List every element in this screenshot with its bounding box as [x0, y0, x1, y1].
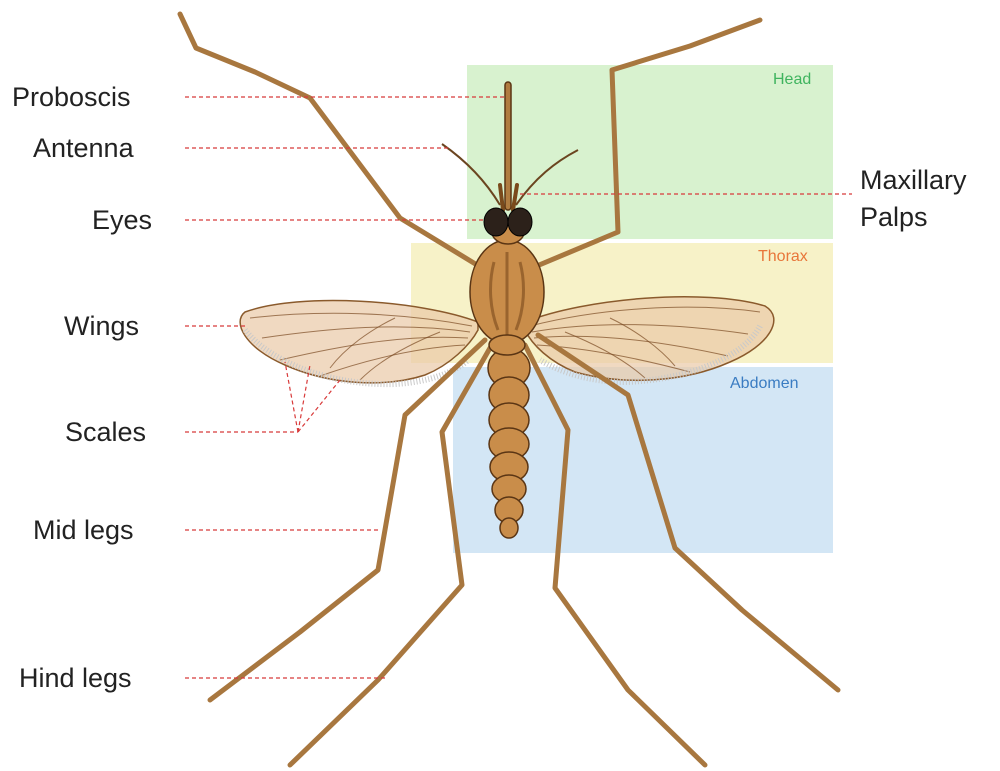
- antenna-label: Antenna: [33, 135, 134, 162]
- maxillary-palps-label-line2: Palps: [860, 204, 928, 231]
- front-leg-left: [180, 14, 482, 268]
- maxillary-palps-label-line1: Maxillary: [860, 167, 967, 194]
- mid-leg-left: [210, 340, 485, 700]
- left-wing: [240, 301, 478, 383]
- right-eye: [508, 208, 532, 236]
- abdomen-region-label: Abdomen: [730, 376, 799, 392]
- thorax-region-label: Thorax: [758, 249, 808, 265]
- scutellum: [489, 335, 525, 355]
- left-eye: [484, 208, 508, 236]
- hind-legs-label: Hind legs: [19, 665, 132, 692]
- proboscis: [505, 82, 511, 210]
- proboscis-label: Proboscis: [12, 84, 131, 111]
- abdomen-body: [488, 348, 530, 538]
- eyes-label: Eyes: [92, 207, 152, 234]
- wings-label: Wings: [64, 313, 139, 340]
- scales-label: Scales: [65, 419, 146, 446]
- mid-legs-label: Mid legs: [33, 517, 134, 544]
- head-region-label: Head: [773, 72, 811, 88]
